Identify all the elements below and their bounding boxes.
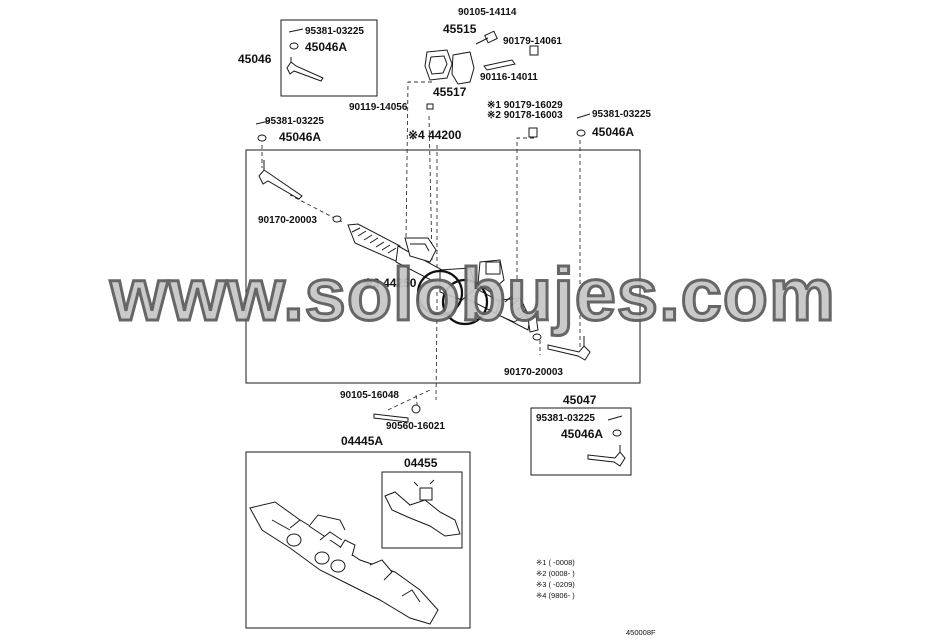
label-45046A-bottom-right: 45046A <box>561 427 604 441</box>
label-90179-14061: 90179-14061 <box>503 36 562 47</box>
label-44200: ※4 44200 <box>408 128 462 142</box>
label-90560-16021: 90560-16021 <box>386 421 445 432</box>
label-04445A: 04445A <box>341 434 384 448</box>
small-hardware <box>255 28 623 437</box>
label-45515: 45515 <box>443 22 477 36</box>
label-45046A-right: 45046A <box>592 125 635 139</box>
highlight-circles <box>416 269 489 326</box>
valve-detail-box <box>381 471 463 549</box>
label-90105-14114: 90105-14114 <box>458 7 517 18</box>
footnote-1: ※1 ( -0008) <box>536 558 575 567</box>
label-04455: 04455 <box>404 456 438 470</box>
rack-body <box>347 223 539 333</box>
label-45046: 45046 <box>238 52 272 66</box>
label-90119-14056: 90119-14056 <box>349 102 408 113</box>
figure-code: 450008F <box>626 628 656 637</box>
tie-rod-ends <box>258 57 626 467</box>
watermark-text: www.solobujes.com <box>109 253 837 336</box>
label-90170-20003-left: 90170-20003 <box>258 215 317 226</box>
label-90179-16029: ※1 90179-16029 <box>487 100 563 111</box>
label-90105-16048: 90105-16048 <box>340 390 399 401</box>
footnote-4: ※4 (9806- ) <box>536 591 575 600</box>
label-90178-16003: ※2 90178-16003 <box>487 110 563 121</box>
label-44250: ※3 44250 <box>363 276 417 290</box>
label-95381-03225-bottom-right: 95381-03225 <box>536 413 595 424</box>
gear-housing <box>249 479 461 625</box>
label-45046A-left: 45046A <box>279 130 322 144</box>
clamp-parts <box>424 30 539 110</box>
tie-rod-kit-box-left <box>280 19 378 97</box>
label-45046A-top-left: 45046A <box>305 40 348 54</box>
label-95381-03225-top-left: 95381-03225 <box>305 26 364 37</box>
label-90116-14011: 90116-14011 <box>480 72 538 83</box>
gear-assembly-box <box>245 451 471 629</box>
label-95381-03225-right: 95381-03225 <box>592 109 651 120</box>
tie-rod-kit-box-right <box>530 407 632 476</box>
label-45047: 45047 <box>563 393 597 407</box>
main-frame <box>245 149 641 384</box>
label-90170-20003-right: 90170-20003 <box>504 367 563 378</box>
label-95381-03225-left: 95381-03225 <box>265 116 324 127</box>
footnote-2: ※2 (0008- ) <box>536 569 575 578</box>
footnote-3: ※3 ( -0209) <box>536 580 575 589</box>
label-45517: 45517 <box>433 85 467 99</box>
